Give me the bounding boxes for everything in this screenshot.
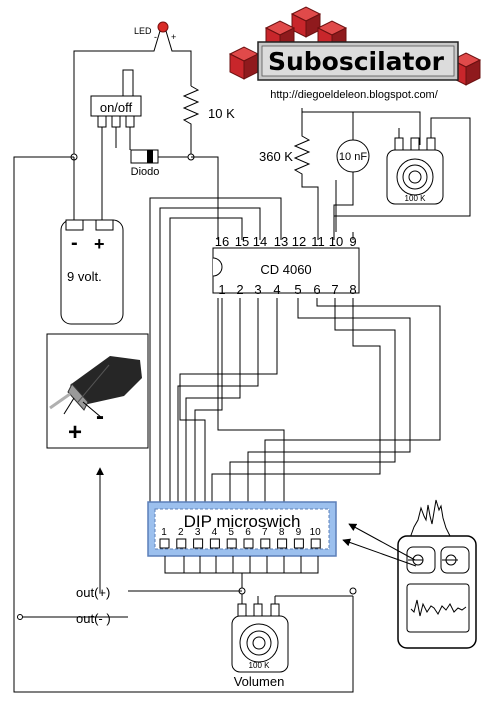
dip-switch-toggle[interactable] xyxy=(209,538,220,549)
dip-switch-number: 6 xyxy=(245,527,251,538)
jack-minus-label: - xyxy=(96,403,104,430)
ic-pin-label: 2 xyxy=(236,282,243,297)
ic-pin-label: 15 xyxy=(235,234,249,249)
banner-url: http://diegoeldeleon.blogspot.com/ xyxy=(270,89,439,101)
battery-minus-label: - xyxy=(71,232,78,254)
dip-switch-toggle[interactable] xyxy=(176,538,187,549)
dip-bottom-wiring xyxy=(17,180,357,620)
out-plus-label: out(+) xyxy=(76,585,110,600)
battery-9v: - + 9 volt. xyxy=(60,219,124,325)
resistor-10k-label: 10 K xyxy=(208,106,235,121)
ic-pin-label: 13 xyxy=(274,234,288,249)
ic-pin-label: 3 xyxy=(254,282,261,297)
led-label: LED xyxy=(134,26,152,36)
diode: Diodo xyxy=(130,149,191,178)
ic-pin-label: 16 xyxy=(215,234,229,249)
ic-cd4060: CD 4060 16 15 14 13 12 11 10 9 1 2 3 4 5… xyxy=(212,234,360,297)
ic-to-dip-wiring xyxy=(149,197,441,510)
volume-pot[interactable]: 100 K Volumen xyxy=(231,603,289,689)
diode-label: Diodo xyxy=(131,166,160,178)
battery-plus-label: + xyxy=(94,234,105,254)
dip-switch-number: 3 xyxy=(195,527,201,538)
dip-switch-number: 9 xyxy=(296,527,302,538)
dip-switch-toggle[interactable] xyxy=(226,538,237,549)
ic-name: CD 4060 xyxy=(260,262,311,277)
dip-switch-number: 4 xyxy=(212,527,218,538)
ic-pin-label: 6 xyxy=(313,282,320,297)
dip-switch-number: 7 xyxy=(262,527,268,538)
dip-switch-toggle[interactable] xyxy=(243,538,254,549)
dip-switch-number: 1 xyxy=(161,527,167,538)
ic-pin-label: 11 xyxy=(311,234,325,249)
ic-pin-label: 14 xyxy=(253,234,267,249)
ic-pin-label: 9 xyxy=(349,234,356,249)
dip-switch-toggle[interactable] xyxy=(293,538,304,549)
ic-pin-label: 1 xyxy=(218,282,225,297)
ic-pin-label: 5 xyxy=(294,282,301,297)
resistor-360k: 360 K xyxy=(259,112,319,240)
out-minus-label: out(- ) xyxy=(76,611,111,626)
pot-top-label: 100 K xyxy=(405,194,427,203)
led: LED - + xyxy=(73,21,192,157)
dip-label: DIP microswich xyxy=(184,512,301,531)
pot-volume-caption: Volumen xyxy=(234,674,285,689)
dip-switch-toggle[interactable] xyxy=(193,538,204,549)
battery-label: 9 volt. xyxy=(67,269,102,284)
led-minus-label: - xyxy=(154,32,157,42)
resistor-360k-label: 360 K xyxy=(259,149,293,164)
pot-volume-label: 100 K xyxy=(249,661,271,670)
title-banner: Suboscilator http://diegoeldeleon.blogsp… xyxy=(228,6,482,101)
dip-switch-toggle[interactable] xyxy=(159,538,170,549)
dip-switch-number: 5 xyxy=(228,527,234,538)
banner-title: Suboscilator xyxy=(268,47,445,76)
capacitor-10nf: 10 nF xyxy=(333,112,370,240)
ic-pin-label: 10 xyxy=(329,234,343,249)
oscilloscope-icon xyxy=(342,499,477,649)
switch-label: on/off xyxy=(100,100,133,115)
dip-switch-number: 10 xyxy=(310,527,322,538)
power-switch[interactable]: on/off xyxy=(90,69,142,150)
dip-switch-number: 8 xyxy=(279,527,285,538)
ic-pin-label: 4 xyxy=(273,282,280,297)
jack-connector: + - xyxy=(46,333,149,449)
ic-pin-label: 7 xyxy=(331,282,338,297)
capacitor-label: 10 nF xyxy=(339,151,367,163)
resistor-10k: 10 K xyxy=(182,85,235,157)
led-plus-label: + xyxy=(171,32,176,42)
dip-switch-toggle[interactable] xyxy=(260,538,271,549)
ic-pin-label: 12 xyxy=(292,234,306,249)
dip-switch-toggle[interactable] xyxy=(310,538,321,549)
jack-plus-label: + xyxy=(68,419,82,446)
pot-100k-top[interactable]: 100 K xyxy=(334,117,471,217)
dip-switch-toggle[interactable] xyxy=(277,538,288,549)
dip-switch-number: 2 xyxy=(178,527,184,538)
ic-pin-label: 8 xyxy=(349,282,356,297)
